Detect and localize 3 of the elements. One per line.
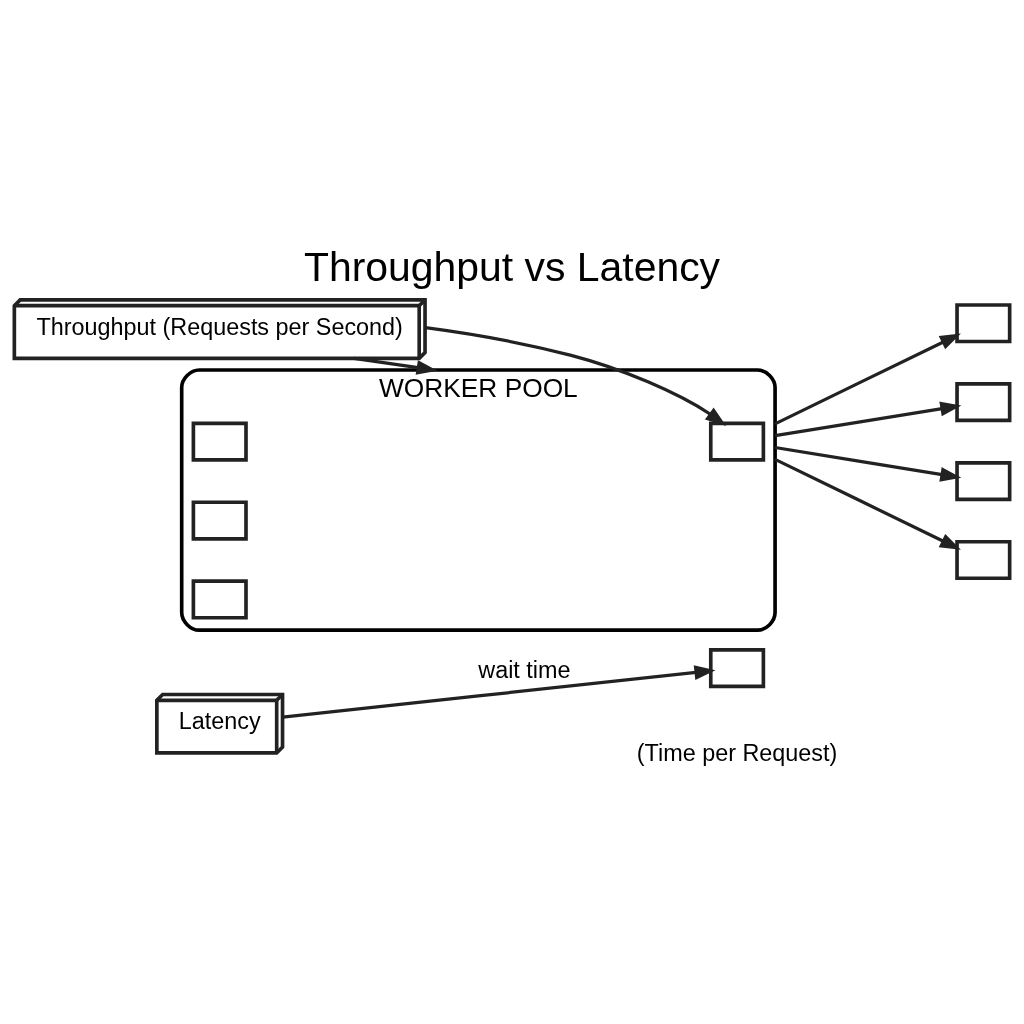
diagram-title: Throughput vs Latency <box>303 243 721 290</box>
label: (Time per Request) <box>636 739 838 766</box>
edge-label: wait time <box>478 656 571 683</box>
